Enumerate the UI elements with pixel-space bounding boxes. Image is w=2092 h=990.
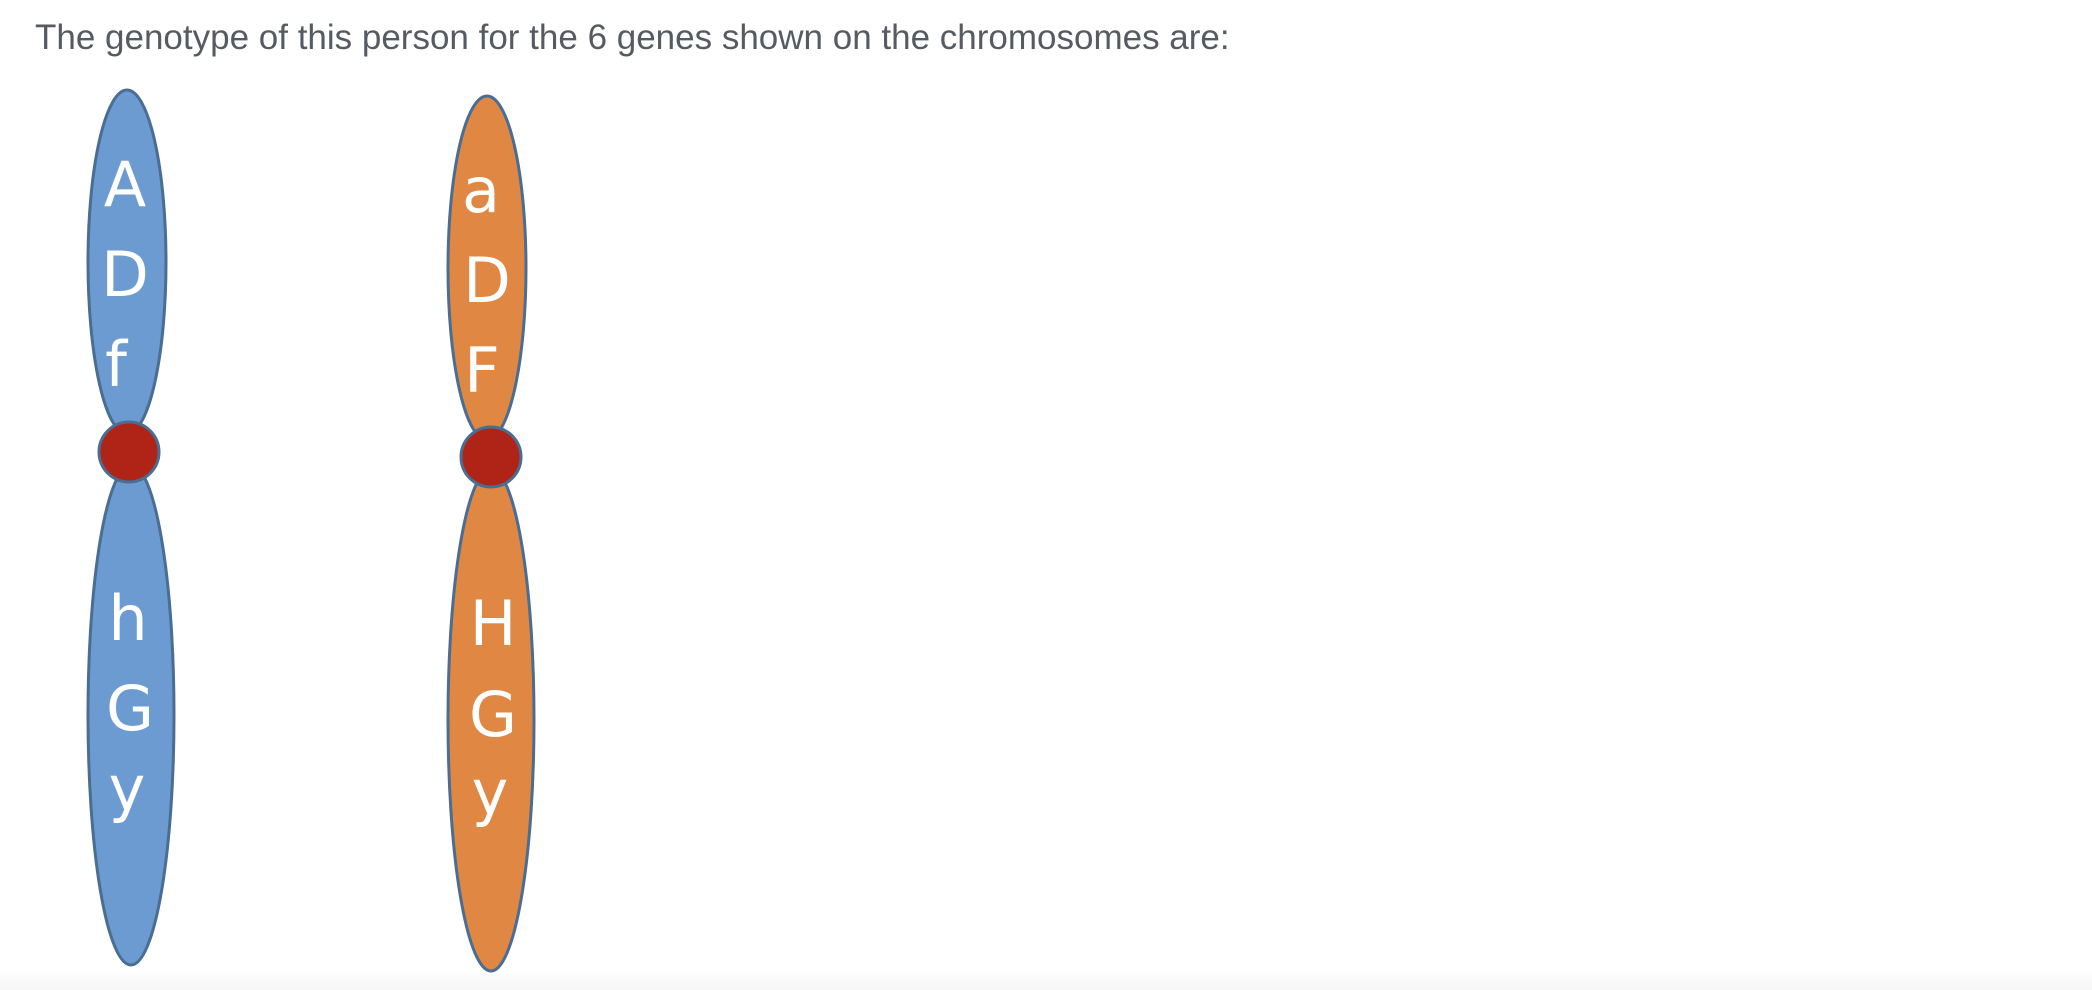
chromosome-2-gene-3: F [464, 334, 500, 407]
chromosome-1-gene-4: h [108, 582, 147, 655]
chromosome-2: a D F H G y [446, 94, 536, 973]
chromosome-1-gene-1: A [104, 148, 146, 221]
chromosome-2-gene-1: a [462, 154, 500, 227]
chromosome-1-gene-6: y [109, 752, 146, 825]
chromosome-1-gene-5: G [106, 672, 154, 745]
chromosome-2-gene-2: D [463, 244, 511, 317]
chromosome-1-gene-2: D [101, 238, 149, 311]
chromosome-2-gene-5: G [469, 678, 517, 751]
chromosome-2-gene-4: H [470, 587, 517, 660]
chromosome-1-centromere [97, 420, 161, 484]
chromosome-1: A D f h G y [86, 88, 176, 967]
chromosome-1-gene-3: f [105, 328, 129, 401]
question-prompt: The genotype of this person for the 6 ge… [35, 18, 1230, 57]
chromosome-2-gene-6: y [472, 756, 509, 829]
bottom-edge-shade [0, 970, 2092, 990]
chromosome-2-centromere [459, 425, 523, 489]
